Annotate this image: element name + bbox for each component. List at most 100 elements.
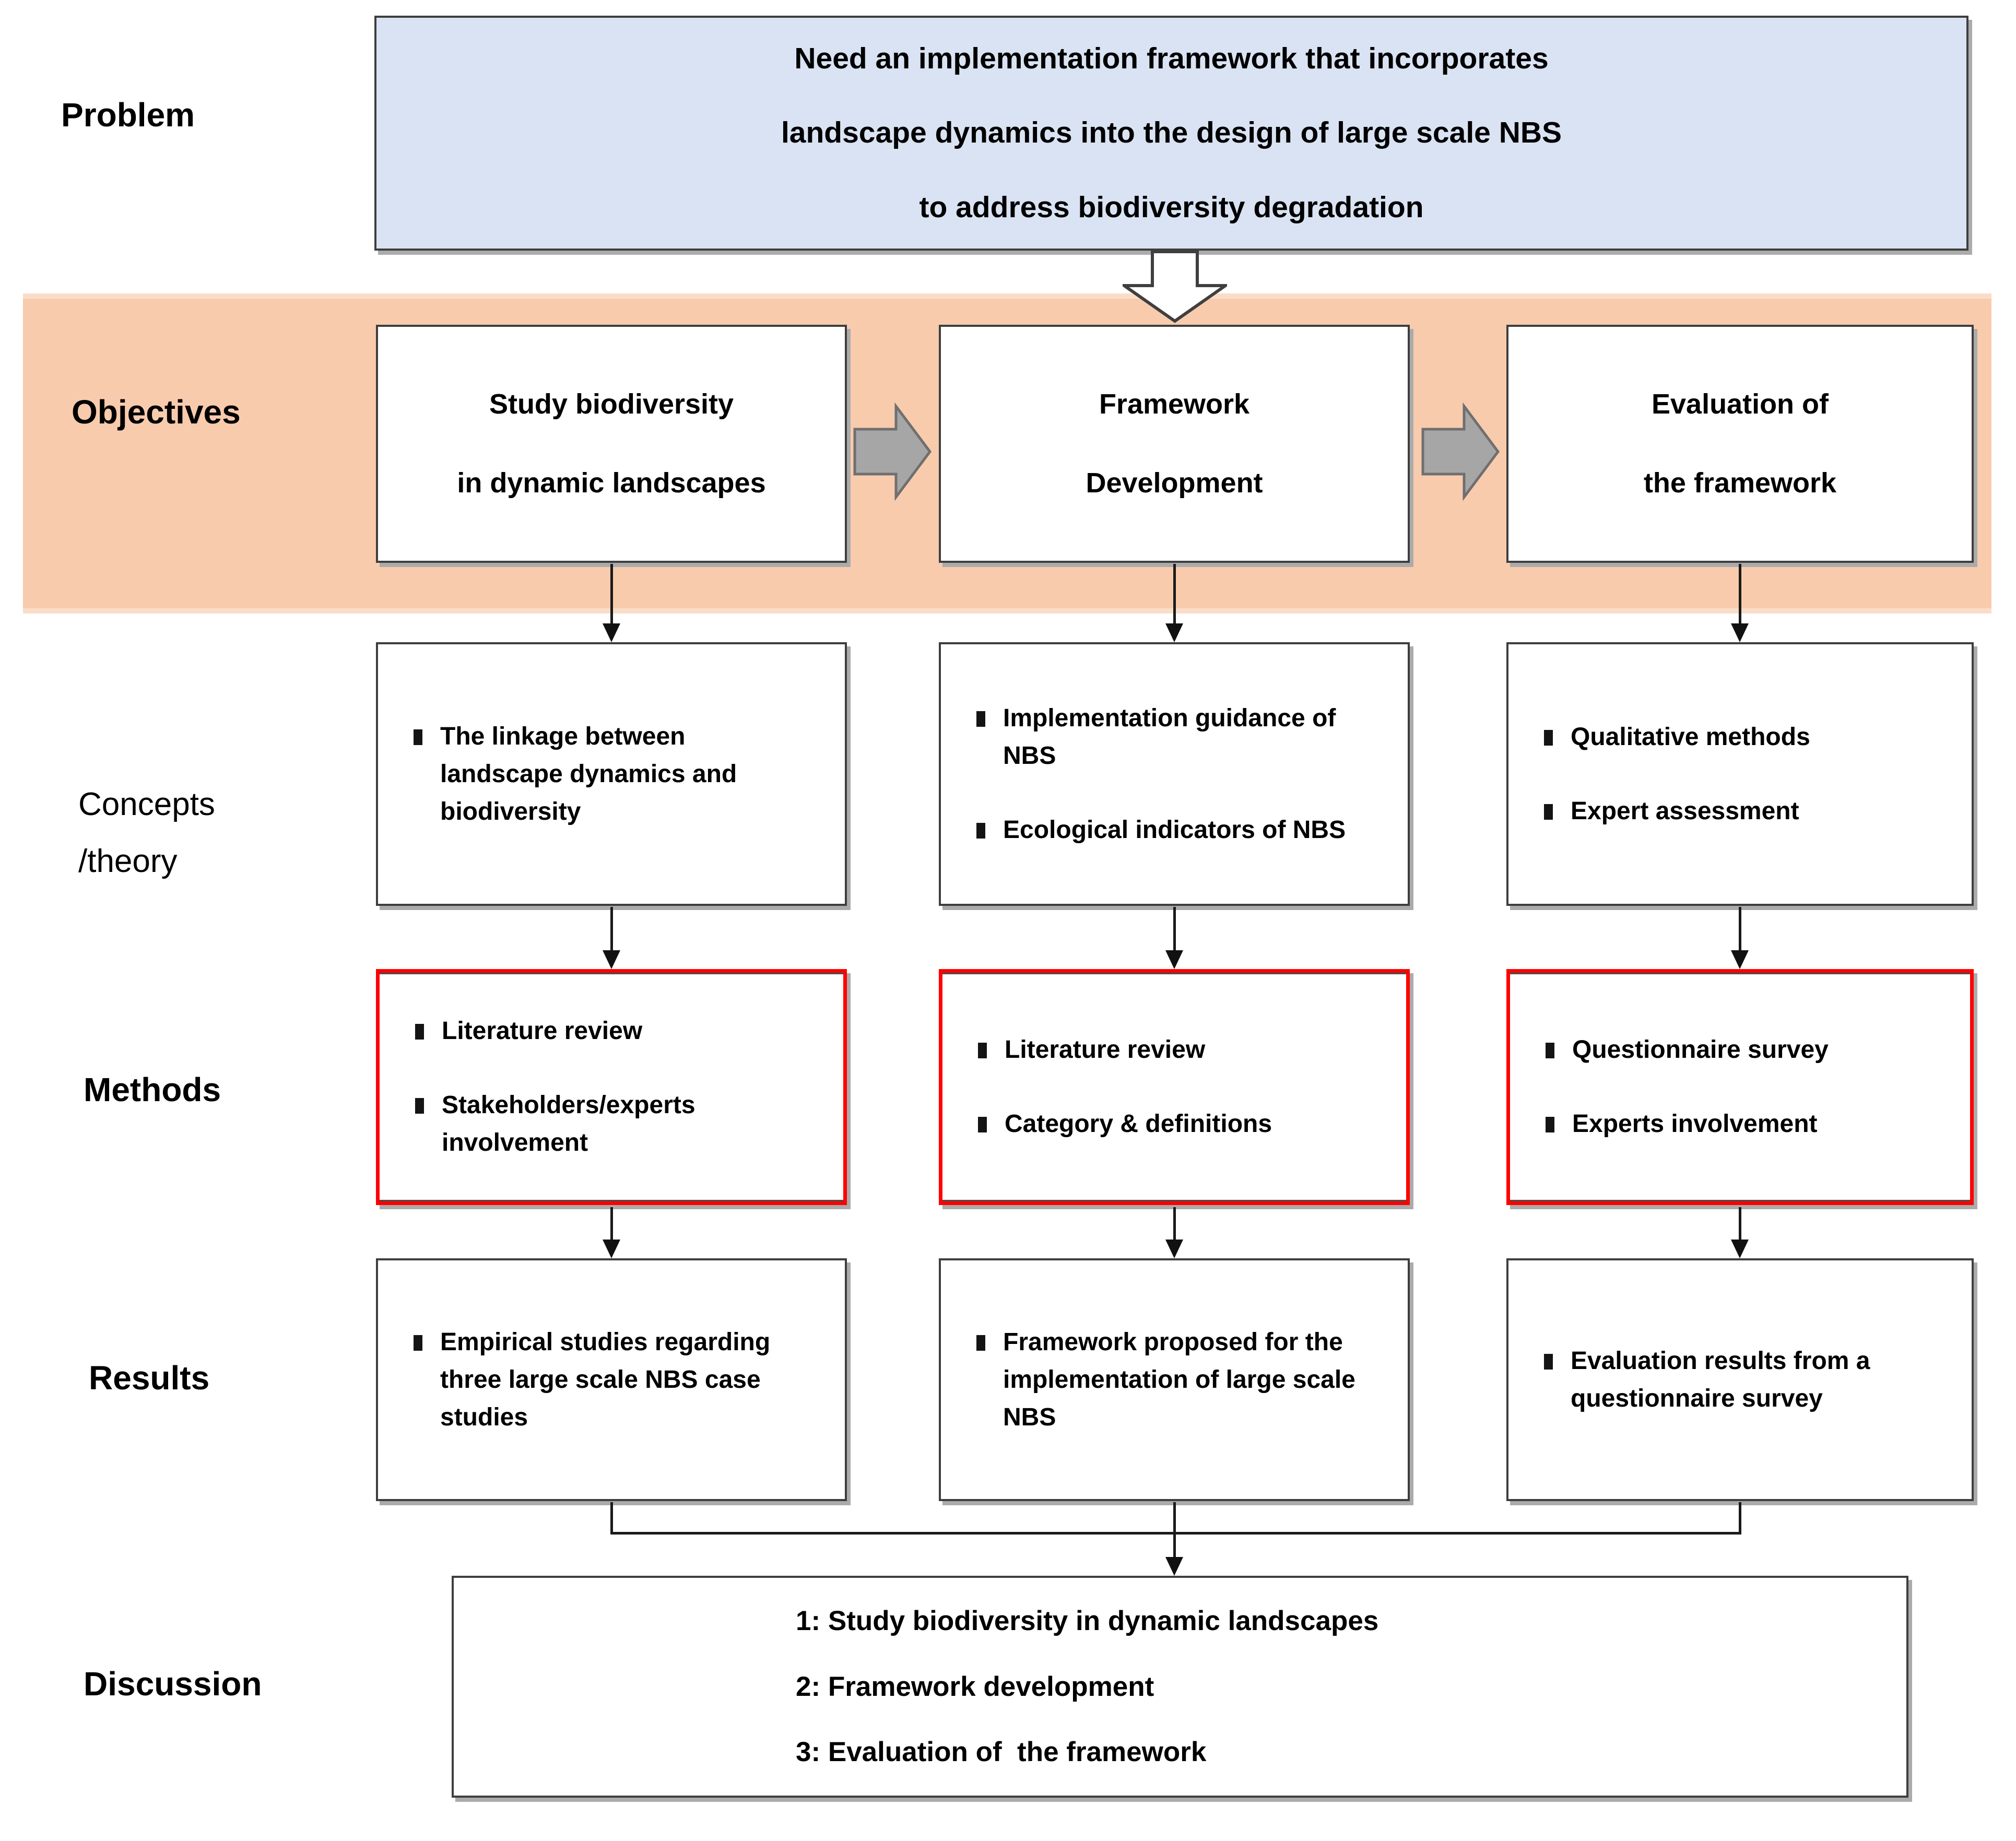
down-arrowhead-icon xyxy=(1165,1557,1183,1576)
discussion-line: 3: Evaluation of the framework xyxy=(796,1737,1207,1768)
right-block-arrow-icon xyxy=(853,402,932,501)
methods-box-3: Questionnaire survey Experts involvement xyxy=(1506,969,1974,1205)
bullet-item: The linkage between landscape dynamics a… xyxy=(414,718,798,831)
bullet-text: Framework proposed for the implementatio… xyxy=(1003,1328,1355,1431)
results-box-2: Framework proposed for the implementatio… xyxy=(939,1258,1410,1501)
bullet-item: Literature review xyxy=(415,1012,796,1050)
connector-line xyxy=(1739,1207,1741,1241)
square-bullet-icon xyxy=(414,1335,422,1351)
problem-line: Need an implementation framework that in… xyxy=(794,41,1549,75)
connector-line xyxy=(1739,1502,1741,1535)
objective-box-2: Framework Development xyxy=(939,325,1410,563)
connector-line xyxy=(1173,564,1176,624)
connector-line xyxy=(610,1532,1741,1535)
bullet-text: Ecological indicators of NBS xyxy=(1003,816,1346,844)
down-arrowhead-icon xyxy=(1165,950,1183,969)
bullet-text: Literature review xyxy=(442,1017,643,1045)
down-arrowhead-icon xyxy=(1731,623,1749,642)
right-block-arrow-icon xyxy=(1421,402,1500,501)
objective-box-1-line: Study biodiversity xyxy=(489,388,734,420)
bullet-text: Empirical studies regarding three large … xyxy=(440,1328,771,1431)
square-bullet-icon xyxy=(414,729,422,745)
objective-box-2-line: Development xyxy=(1086,467,1263,499)
square-bullet-icon xyxy=(978,1043,987,1058)
bullet-item: Experts involvement xyxy=(1546,1105,1923,1143)
objective-box-3: Evaluation of the framework xyxy=(1506,325,1974,563)
down-arrowhead-icon xyxy=(1165,1240,1183,1258)
down-block-arrow-icon xyxy=(1123,250,1227,323)
bullet-item: Implementation guidance of NBS xyxy=(976,700,1361,775)
bullet-item: Qualitative methods xyxy=(1544,718,1925,756)
connector-line xyxy=(610,564,613,624)
methods-box-2: Literature review Category & definitions xyxy=(939,969,1410,1205)
square-bullet-icon xyxy=(1546,1043,1554,1058)
down-arrowhead-icon xyxy=(603,1240,620,1258)
down-arrowhead-icon xyxy=(603,950,620,969)
connector-line xyxy=(1173,907,1176,951)
square-bullet-icon xyxy=(976,822,985,839)
bullet-text: Experts involvement xyxy=(1572,1110,1818,1138)
bullet-item: Literature review xyxy=(978,1031,1359,1069)
row-label-concepts-theory: Concepts /theory xyxy=(78,786,215,880)
square-bullet-icon xyxy=(1546,1117,1554,1132)
square-bullet-icon xyxy=(1544,1353,1553,1370)
results-box-1: Empirical studies regarding three large … xyxy=(376,1258,847,1501)
problem-line: landscape dynamics into the design of la… xyxy=(781,116,1562,150)
objective-box-1: Study biodiversity in dynamic landscapes xyxy=(376,325,847,563)
connector-line xyxy=(1739,907,1741,951)
problem-line: to address biodiversity degradation xyxy=(919,190,1424,224)
objective-box-1-line: in dynamic landscapes xyxy=(457,467,766,499)
discussion-line: 2: Framework development xyxy=(796,1671,1154,1702)
bullet-item: Evaluation results from a questionnaire … xyxy=(1544,1342,1925,1418)
down-arrowhead-icon xyxy=(1731,950,1749,969)
connector-line xyxy=(1173,1207,1176,1241)
bullet-text: Questionnaire survey xyxy=(1572,1036,1829,1064)
bullet-item: Framework proposed for the implementatio… xyxy=(976,1324,1361,1436)
bullet-text: Qualitative methods xyxy=(1571,723,1810,751)
discussion-line: 1: Study biodiversity in dynamic landsca… xyxy=(796,1606,1379,1637)
square-bullet-icon xyxy=(976,1335,985,1351)
square-bullet-icon xyxy=(1544,729,1553,746)
connector-line xyxy=(610,1502,613,1535)
down-arrowhead-icon xyxy=(1731,1240,1749,1258)
concepts-box-2: Implementation guidance of NBS Ecologica… xyxy=(939,642,1410,906)
bullet-text: Category & definitions xyxy=(1005,1110,1272,1138)
row-label-concepts-line1: Concepts xyxy=(78,786,215,822)
bullet-text: The linkage between landscape dynamics a… xyxy=(440,722,737,825)
concepts-box-3: Qualitative methods Expert assessment xyxy=(1506,642,1974,906)
row-label-concepts-line2: /theory xyxy=(78,843,178,879)
square-bullet-icon xyxy=(415,1098,424,1114)
square-bullet-icon xyxy=(415,1024,424,1040)
down-arrowhead-icon xyxy=(1165,623,1183,642)
bullet-text: Evaluation results from a questionnaire … xyxy=(1571,1347,1870,1412)
results-box-3: Evaluation results from a questionnaire … xyxy=(1506,1258,1974,1501)
objective-box-3-line: the framework xyxy=(1643,467,1837,499)
row-label-methods: Methods xyxy=(84,1071,221,1108)
methods-box-1: Literature review Stakeholders/experts i… xyxy=(376,969,847,1205)
connector-line xyxy=(1173,1502,1176,1558)
bullet-item: Expert assessment xyxy=(1544,793,1925,830)
connector-line xyxy=(1739,564,1741,624)
objective-box-3-line: Evaluation of xyxy=(1651,388,1829,420)
row-label-results: Results xyxy=(89,1359,210,1397)
bullet-text: Stakeholders/experts involvement xyxy=(442,1091,695,1156)
square-bullet-icon xyxy=(978,1117,987,1132)
bullet-item: Empirical studies regarding three large … xyxy=(414,1324,798,1436)
row-label-problem: Problem xyxy=(61,96,195,134)
bullet-text: Expert assessment xyxy=(1571,797,1799,825)
bullet-text: Literature review xyxy=(1005,1036,1206,1064)
discussion-box: 1: Study biodiversity in dynamic landsca… xyxy=(452,1576,1908,1798)
bullet-item: Ecological indicators of NBS xyxy=(976,811,1361,849)
square-bullet-icon xyxy=(976,711,985,727)
concepts-box-1: The linkage between landscape dynamics a… xyxy=(376,642,847,906)
connector-line xyxy=(610,907,613,951)
down-arrowhead-icon xyxy=(603,623,620,642)
bullet-item: Questionnaire survey xyxy=(1546,1031,1923,1069)
row-label-objectives: Objectives xyxy=(72,393,241,431)
bullet-text: Implementation guidance of NBS xyxy=(1003,704,1336,770)
square-bullet-icon xyxy=(1544,804,1553,820)
bullet-item: Stakeholders/experts involvement xyxy=(415,1087,796,1162)
bullet-item: Category & definitions xyxy=(978,1105,1359,1143)
connector-line xyxy=(610,1207,613,1241)
